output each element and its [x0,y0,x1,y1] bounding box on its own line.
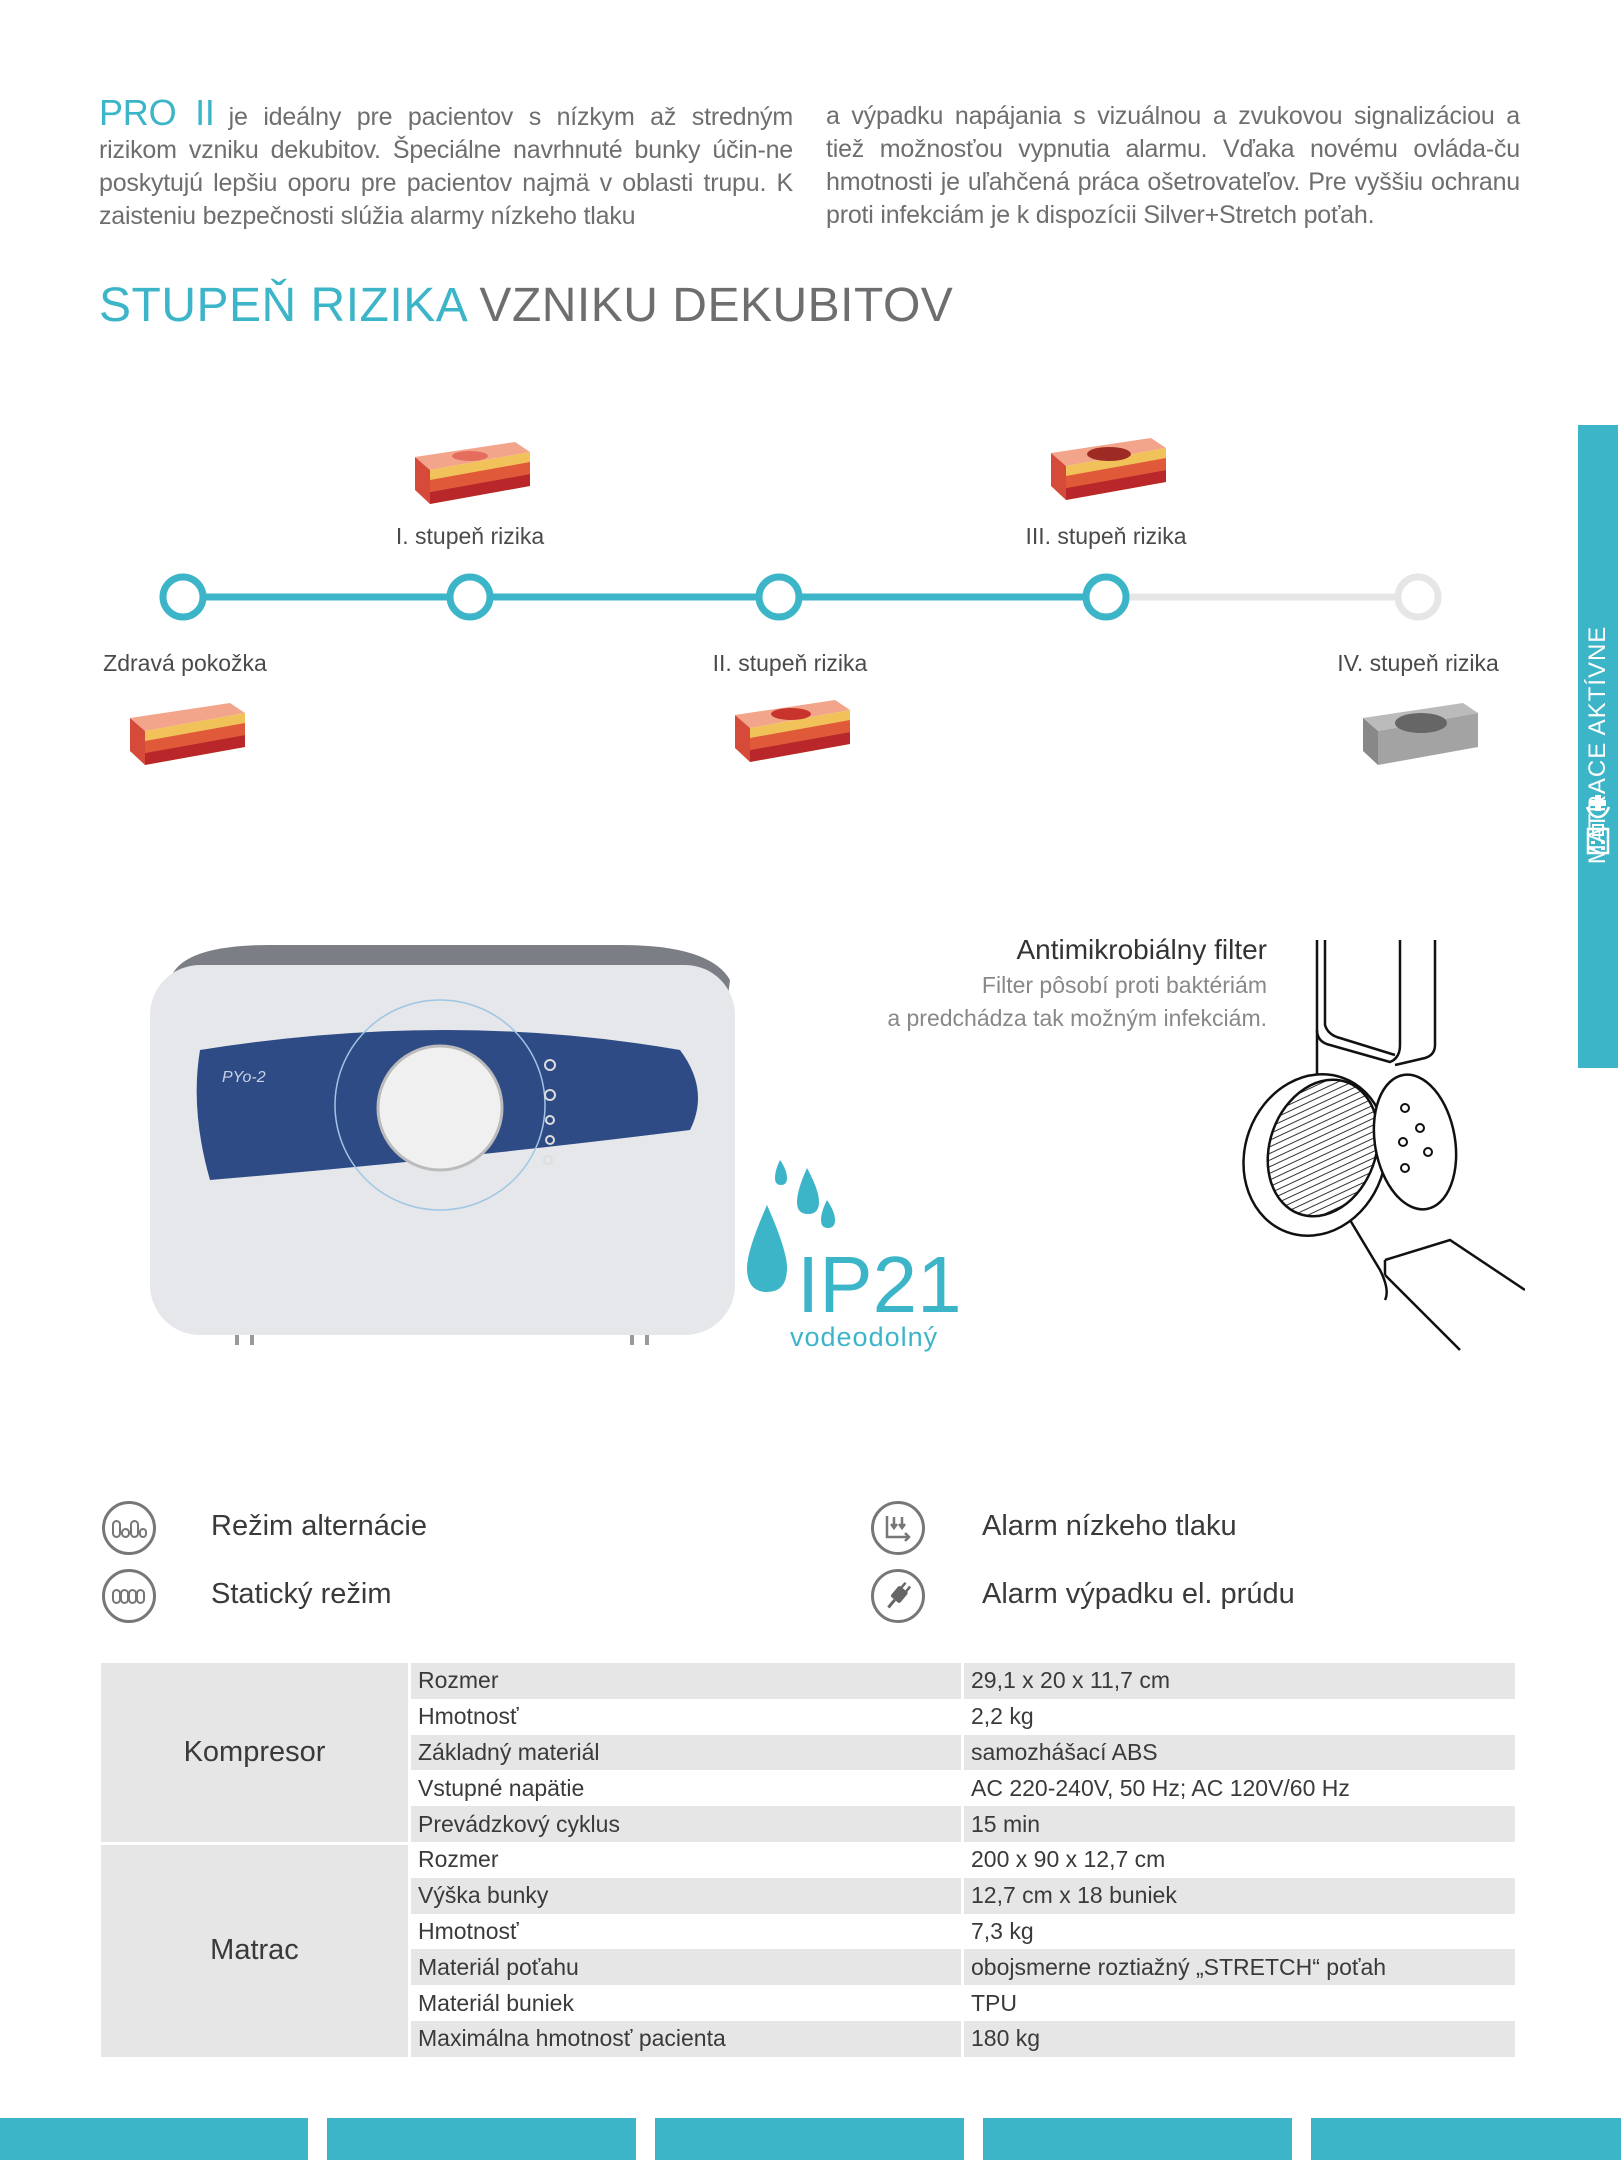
intro-column-2: a výpadku napájania s vizuálnou a zvukov… [826,102,1520,229]
footer-bar [1311,2118,1621,2160]
feature-label: Alarm výpadku el. prúdu [982,1578,1295,1610]
footer-bar [327,2118,636,2160]
heading-accent: STUPEŇ RIZIKA [99,279,466,332]
static-cells-icon [102,1569,156,1623]
spec-value: 2,2 kg [971,1703,1034,1730]
filter-desc-2: a predchádza tak možným infekciám. [887,1005,1267,1031]
brand-name: PRO II [99,92,215,133]
stage-marker [755,573,803,621]
stage-marker [446,573,494,621]
heading-rest: VZNIKU DEKUBITOV [479,279,954,332]
filter-illustration [1242,940,1525,1351]
spec-value: samozhášací ABS [964,1734,1515,1771]
spec-key: Základný materiál [411,1734,961,1771]
spec-key: Materiál poťahu [411,1949,961,1986]
water-drops-icon [747,1160,835,1292]
table-row: Hmotnosť 2,2 kg [101,1699,1515,1735]
ip-label: vodeodolný [790,1322,939,1352]
low-pressure-icon [871,1501,925,1555]
spec-key: Prevádzkový cyklus [411,1806,961,1842]
feature-label: Režim alternácie [211,1510,427,1542]
footer-bar [0,2118,308,2160]
table-row: Matrac Rozmer 200 x 90 x 12,7 cm [101,1841,1515,2057]
spec-value: AC 220-240V, 50 Hz; AC 120V/60 Hz [971,1774,1350,1801]
spec-group-matrac: Matrac [101,1841,408,2057]
filter-desc-1: Filter pôsobí proti baktériám [981,972,1267,998]
spec-key: Rozmer [411,1663,961,1699]
spec-key: Hmotnosť [418,1703,519,1730]
stage-marker [1082,573,1130,621]
filter-title: Antimikrobiálny filter [1016,934,1267,965]
spec-value: 200 x 90 x 12,7 cm [971,1846,1166,1873]
stage-marker [159,573,207,621]
stage-label: I. stupeň rizika [395,523,545,549]
compressor-image: PYo-2 [150,945,735,1345]
spec-key: Maximálna hmotnosť pacienta [411,2020,961,2057]
skin-healthy-image [120,693,250,773]
spec-value: 29,1 x 20 x 11,7 cm [964,1663,1515,1699]
spec-value: 15 min [964,1806,1515,1842]
footer-bar [655,2118,964,2160]
section-heading: STUPEŇ RIZIKA VZNIKU DEKUBITOV [99,278,953,333]
skin-stage-4-image [1363,703,1478,765]
skin-stage-2-image [725,690,855,770]
spec-value: 7,3 kg [971,1917,1034,1944]
intro-text-1: je ideálny pre pacientov s nízkym až str… [99,103,793,230]
spec-value: 180 kg [964,2020,1515,2057]
spec-value: obojsmerne roztiažný „STRETCH“ poťah [964,1949,1515,1986]
spec-key: Vstupné napätie [418,1774,585,1801]
power-plug-icon [871,1569,925,1623]
spec-key: Výška bunky [411,1877,961,1914]
spec-key: Rozmer [418,1846,499,1873]
spec-value: 12,7 cm x 18 buniek [964,1877,1515,1914]
device-brand: PYo-2 [222,1069,266,1086]
stage-label: Zdravá pokožka [103,650,267,676]
spec-group-kompresor: Kompresor [101,1663,408,1842]
table-row: Hmotnosť 7,3 kg [101,1914,1515,1950]
risk-timeline [159,573,1442,621]
stage-marker [1394,573,1442,621]
spec-value: TPU [971,1989,1017,2016]
table-row: Vstupné napätie AC 220-240V, 50 Hz; AC 12… [101,1770,1515,1806]
footer-bar [983,2118,1292,2160]
spec-key: Hmotnosť [418,1917,519,1944]
stage-label: II. stupeň rizika [712,650,868,676]
stage-label: III. stupeň rizika [1025,523,1187,549]
skin-stage-3-image [1041,428,1171,508]
ip-rating: IP21 [797,1240,962,1329]
stage-label: IV. stupeň rizika [1337,650,1499,676]
table-row: Materiál buniek TPU [101,1985,1515,2021]
alternating-cells-icon [102,1501,156,1555]
category-sidebar-tab[interactable]: MATRACE AKTÍVNE [1578,425,1618,1068]
feature-label: Alarm nízkeho tlaku [982,1510,1237,1542]
skin-stage-1-image [405,432,535,512]
spec-key: Materiál buniek [418,1989,574,2016]
feature-label: Statický režim [211,1578,392,1610]
hospital-care-icon [1586,795,1610,855]
